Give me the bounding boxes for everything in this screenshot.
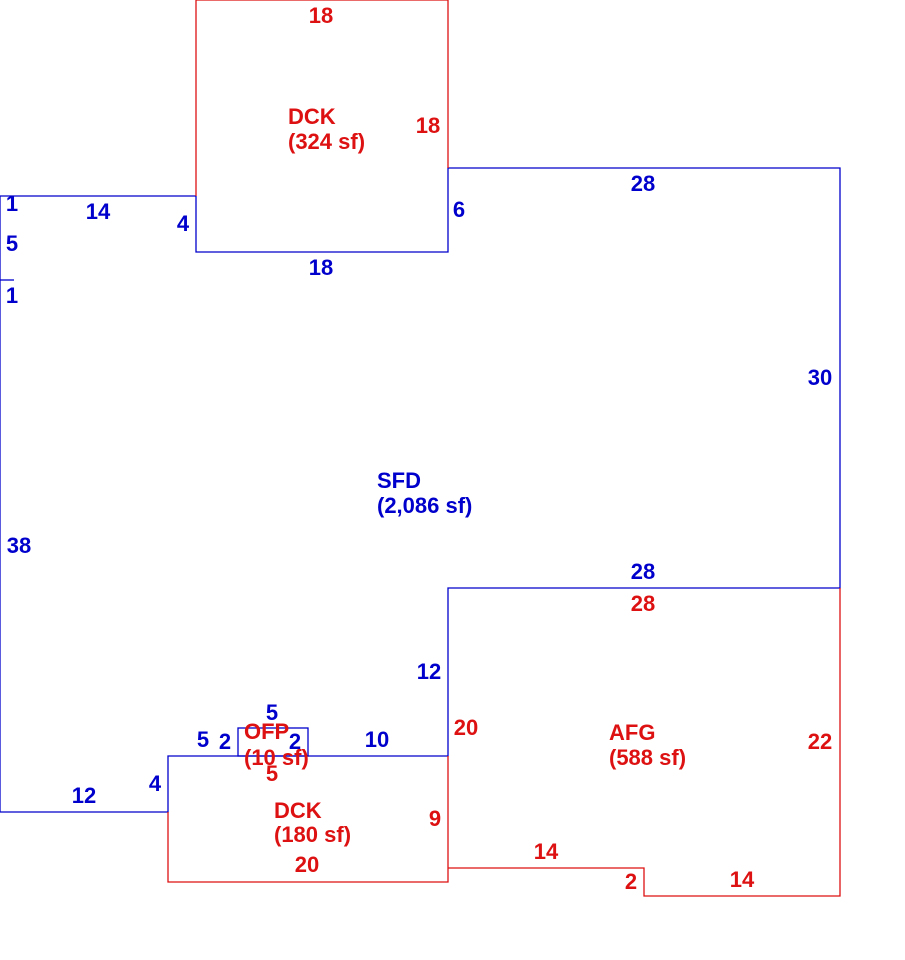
dck-top-code: DCK [288,104,336,129]
dim-label: 5 [197,727,209,752]
dim-label: 18 [309,255,333,280]
dim-label: 1 [6,191,18,216]
dim-label: 14 [534,839,559,864]
dim-label: 20 [454,715,478,740]
dim-label: 14 [86,199,111,224]
dim-label: 18 [309,3,333,28]
dimension-labels: 18 18 28 20 22 9 20 14 2 14 5 18 4 6 28 … [6,3,832,894]
dim-label: 2 [625,869,637,894]
sfd-code: SFD [377,468,421,493]
dim-label: 5 [266,700,278,725]
dim-label: 14 [730,867,755,892]
dim-label: 4 [177,211,190,236]
sfd-area: (2,086 sf) [377,493,472,518]
dim-label: 22 [808,729,832,754]
sfd-outline [0,167,841,813]
ofp-area: (10 sf) [244,745,309,770]
dim-label: 28 [631,171,655,196]
dim-label: 28 [631,591,655,616]
dim-label: 18 [416,113,440,138]
dim-label: 6 [453,197,465,222]
afg-area: (588 sf) [609,745,686,770]
area-labels: SFD (2,086 sf) DCK (324 sf) DCK (180 sf)… [244,104,686,847]
dim-label: 10 [365,727,389,752]
dim-label: 20 [295,852,319,877]
dim-label: 9 [429,806,441,831]
dim-label: 38 [7,533,31,558]
addition-outlines [167,0,841,897]
dck-bottom-code: DCK [274,798,322,823]
ofp-code: OFP [244,719,289,744]
dim-label: 4 [149,771,162,796]
dim-label: 30 [808,365,832,390]
dim-label: 12 [72,783,96,808]
dck-top-area: (324 sf) [288,129,365,154]
dim-label: 12 [417,659,441,684]
dim-label: 2 [219,729,231,754]
dim-label: 1 [6,283,18,308]
dck-bottom-area: (180 sf) [274,822,351,847]
dim-label: 2 [289,729,301,754]
dim-label: 5 [6,231,18,256]
afg-code: AFG [609,720,655,745]
dim-label: 5 [266,761,278,786]
dim-label: 28 [631,559,655,584]
